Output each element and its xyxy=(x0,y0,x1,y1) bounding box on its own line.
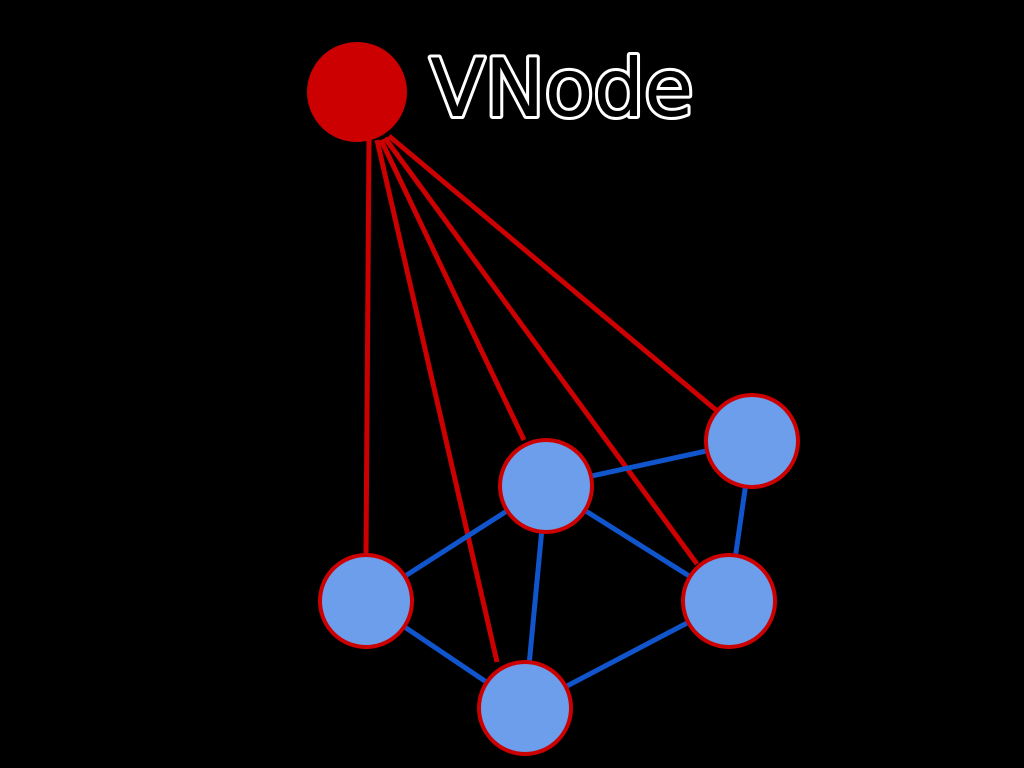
vnode-edge-to-n4 xyxy=(382,136,700,566)
vnode-edge-to-n2 xyxy=(387,134,718,412)
graph-node-n5 xyxy=(477,660,573,756)
vnode-edge-to-n3 xyxy=(363,139,372,554)
graph-node-n4 xyxy=(681,553,777,649)
graph-node-n3 xyxy=(318,553,414,649)
vnode-edge-to-n1 xyxy=(378,138,527,442)
graph-node-n1 xyxy=(498,438,594,534)
vnode-label: VNode xyxy=(430,42,694,135)
vnode-circle xyxy=(307,42,407,142)
graph-node-n2 xyxy=(704,393,800,489)
nodes-group xyxy=(318,393,800,756)
vnode-edge-to-n5 xyxy=(374,139,500,663)
vnode-edges-group xyxy=(363,134,718,663)
